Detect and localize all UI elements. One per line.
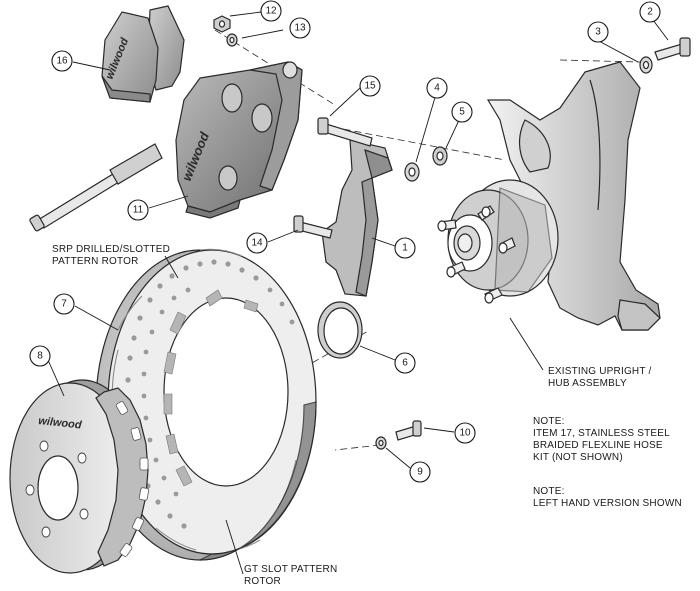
svg-text:1: 1 [402, 243, 408, 254]
washer-item-4 [404, 162, 420, 182]
callout-8: 8 [29, 345, 51, 367]
note-left-hand-version: NOTE: LEFT HAND VERSION SHOWN [533, 486, 682, 509]
svg-text:10: 10 [459, 428, 471, 439]
callout-3: 3 [587, 21, 609, 43]
hat-lug-holes [25, 440, 89, 538]
callout-16: 16 [51, 50, 73, 72]
svg-text:ROTOR: ROTOR [244, 576, 281, 587]
callout-9: 9 [409, 461, 431, 483]
svg-text:PATTERN ROTOR: PATTERN ROTOR [52, 256, 139, 267]
svg-text:SRP DRILLED/SLOTTED: SRP DRILLED/SLOTTED [52, 244, 170, 255]
hat-logo: wilwood [38, 415, 83, 431]
caliper-item-11: wilwood [175, 61, 303, 219]
rotor-inner-vanes [163, 289, 259, 487]
svg-text:13: 13 [294, 23, 306, 34]
callout-10: 10 [454, 422, 476, 444]
svg-text:14: 14 [251, 238, 263, 249]
caliper-bracket-item-1 [321, 139, 393, 297]
svg-text:NOTE:: NOTE: [533, 486, 565, 497]
svg-text:15: 15 [364, 81, 376, 92]
note-flexline-hose: NOTE: ITEM 17, STAINLESS STEEL BRAIDED F… [533, 416, 670, 463]
svg-text:9: 9 [417, 467, 423, 478]
wheel-studs [437, 205, 516, 304]
svg-text:HUB ASSEMBLY: HUB ASSEMBLY [548, 378, 627, 389]
shim-ring-item-6 [317, 301, 363, 359]
svg-text:ITEM 17, STAINLESS STEEL: ITEM 17, STAINLESS STEEL [533, 428, 670, 439]
callout-1: 1 [394, 237, 416, 259]
washer-item-9 [375, 436, 387, 450]
svg-text:11: 11 [133, 205, 144, 216]
callout-14: 14 [246, 232, 268, 254]
washer-item-13 [226, 33, 238, 47]
callout-15: 15 [359, 75, 381, 97]
svg-text:KIT (NOT SHOWN): KIT (NOT SHOWN) [533, 452, 623, 463]
nut-item-12 [213, 15, 231, 33]
hat-drive-slots [115, 401, 150, 557]
callout-13: 13 [289, 17, 311, 39]
svg-text:NOTE:: NOTE: [533, 416, 565, 427]
rotor-item-7 [95, 248, 317, 561]
svg-text:LEFT HAND VERSION SHOWN: LEFT HAND VERSION SHOWN [533, 498, 682, 509]
label-srp-rotor: SRP DRILLED/SLOTTED PATTERN ROTOR [52, 244, 170, 267]
bolt-item-2 [654, 37, 691, 61]
bolt-item-15 [317, 117, 373, 147]
svg-text:3: 3 [595, 27, 601, 38]
washer-item-3 [639, 56, 653, 74]
bolt-item-10 [395, 420, 422, 441]
spacer-item-5 [432, 146, 448, 166]
svg-text:4: 4 [434, 83, 440, 94]
rotor-hat-item-8: wilwood [9, 379, 150, 574]
svg-text:16: 16 [56, 56, 68, 67]
svg-text:BRAIDED FLEXLINE HOSE: BRAIDED FLEXLINE HOSE [533, 440, 663, 451]
caliper-pin [29, 143, 163, 232]
label-upright-hub: EXISTING UPRIGHT / HUB ASSEMBLY [548, 366, 651, 389]
svg-text:8: 8 [37, 351, 43, 362]
svg-text:GT SLOT PATTERN: GT SLOT PATTERN [244, 564, 337, 575]
callout-5: 5 [451, 101, 473, 123]
callout-12: 12 [260, 0, 282, 22]
label-gt-rotor: GT SLOT PATTERN ROTOR [244, 564, 337, 587]
svg-text:12: 12 [265, 6, 277, 17]
callout-6: 6 [394, 352, 416, 374]
svg-text:5: 5 [459, 107, 465, 118]
existing-upright-hub-assembly [437, 61, 661, 331]
brake-pads-item-16: wilwood [101, 5, 185, 103]
callout-4: 4 [426, 77, 448, 99]
svg-text:EXISTING UPRIGHT /: EXISTING UPRIGHT / [548, 366, 651, 377]
callout-2: 2 [639, 1, 661, 23]
bolt-item-14 [293, 215, 333, 239]
svg-text:6: 6 [402, 358, 408, 369]
callout-leaders [47, 11, 669, 575]
svg-text:2: 2 [647, 7, 653, 18]
callout-11: 11 [127, 199, 149, 221]
callout-7: 7 [53, 293, 75, 315]
svg-text:7: 7 [61, 299, 67, 310]
